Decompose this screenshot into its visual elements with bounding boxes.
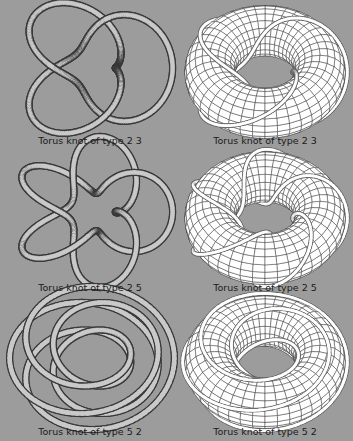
- knot-tube: [29, 3, 173, 134]
- torus-with-knot: [185, 5, 348, 138]
- drawing-stroke: [260, 44, 265, 50]
- drawing-stroke: [49, 64, 53, 67]
- drawing-stroke: [101, 116, 106, 120]
- drawing-stroke: [265, 36, 270, 44]
- drawing-stroke: [265, 44, 270, 50]
- drawing-stroke: [265, 14, 274, 21]
- drawing-stroke: [265, 9, 275, 15]
- drawing-stroke: [105, 17, 109, 19]
- drawing-stroke: [260, 50, 265, 55]
- drawing-stroke: [265, 50, 270, 55]
- drawing-stroke: [256, 14, 265, 21]
- drawing-stroke: [270, 44, 275, 51]
- drawing-stroke: [255, 9, 265, 15]
